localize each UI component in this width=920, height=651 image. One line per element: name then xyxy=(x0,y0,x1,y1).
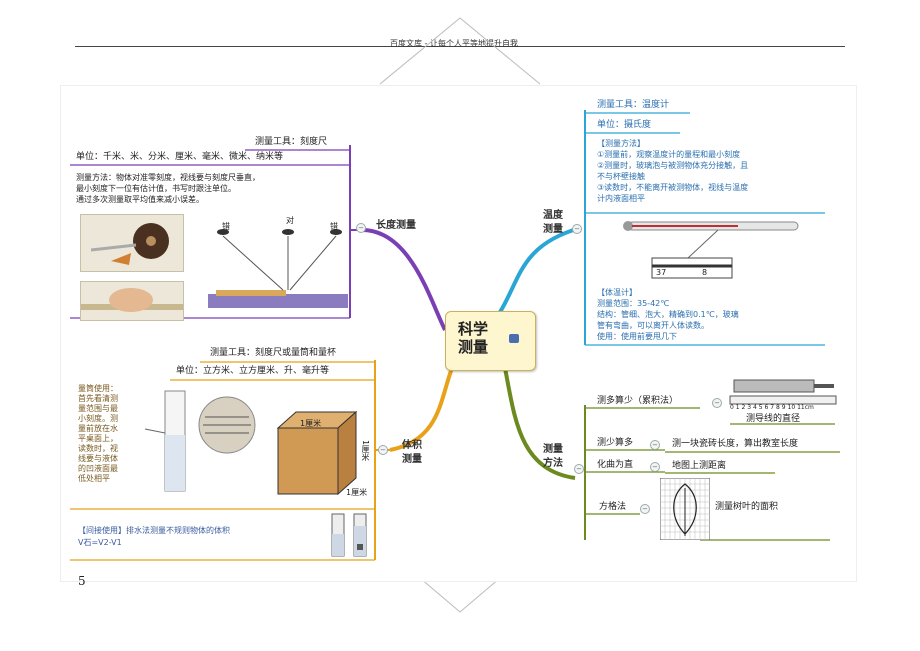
cyl-line: 低处相平 xyxy=(78,474,110,483)
length-label: 长度测量 xyxy=(376,220,416,231)
temperature-method3: 不与杯壁接触 xyxy=(597,172,645,181)
temperature-collapse-icon[interactable]: − xyxy=(572,224,582,234)
volume-label-line2: 测量 xyxy=(402,454,422,465)
body-thermometer-structure1: 结构：管细、泡大，精确到0.1℃，玻璃 xyxy=(597,310,739,319)
method-curve-toggle-icon[interactable]: − xyxy=(650,462,660,472)
method-grid-desc: 测量树叶的面积 xyxy=(715,502,779,512)
volume-formula: V石=V2-V1 xyxy=(78,538,122,547)
body-thermometer-range: 测量范围：35-42℃ xyxy=(597,299,670,308)
body-thermometer-structure2: 管有弯曲，可以离开人体读数。 xyxy=(597,321,709,330)
method-grid-toggle-icon[interactable]: − xyxy=(640,504,650,514)
volume-unit: 单位：立方米、立方厘米、升、毫升等 xyxy=(176,366,330,376)
ruler-tick: 3 xyxy=(747,404,752,411)
thermometer-image xyxy=(618,218,818,284)
ruler-tick: 1 xyxy=(735,404,740,411)
temperature-label-line2: 测量 xyxy=(543,224,563,235)
cube-bottom-label: 1厘米 xyxy=(346,488,368,497)
cyl-line: 量前放在水 xyxy=(78,424,118,433)
method-measure-small-desc: 测一块瓷砖长度，算出教室长度 xyxy=(672,439,799,449)
cyl-line: 平桌面上， xyxy=(78,434,118,443)
hand-ruler-image xyxy=(80,281,184,321)
scale-right-value: 8 xyxy=(702,268,708,277)
leaf-grid-image xyxy=(659,477,711,541)
temperature-unit: 单位：摄氏度 xyxy=(597,120,652,130)
eye-label-correct: 对 xyxy=(286,216,294,225)
cyl-line: 量筒使用： xyxy=(78,384,118,393)
center-title: 科学 测量 xyxy=(458,320,488,356)
body-thermometer-usage: 使用：使用前要甩几下 xyxy=(597,332,677,341)
cyl-line: 线要与液体 xyxy=(78,454,118,463)
length-collapse-icon[interactable]: − xyxy=(356,223,366,233)
cyl-line: 首先看清测 xyxy=(78,394,118,403)
ruler-tick: 5 xyxy=(758,404,763,411)
length-method2: 最小刻度下一位有估计值，书写时跟注单位。 xyxy=(76,184,236,193)
ruler-tick: 10 xyxy=(787,404,796,411)
method-accumulate-toggle-icon[interactable]: − xyxy=(712,398,722,408)
body-thermometer-title: 【体温计】 xyxy=(597,288,637,297)
coil-ruler-image xyxy=(728,376,840,416)
temperature-tool: 测量工具：温度计 xyxy=(597,100,670,110)
cube-side-label: 1厘米 xyxy=(361,440,370,462)
cube-top-label: 1厘米 xyxy=(300,419,322,428)
length-method3: 通过多次测量取平均值来减小误差。 xyxy=(76,195,204,204)
indirect-method: 【间接使用】排水法测量不规则物体的体积 xyxy=(78,526,230,535)
method-measure-small-toggle-icon[interactable]: − xyxy=(650,440,660,450)
tape-measure-image xyxy=(80,214,184,272)
ruler-tick: 0 xyxy=(730,404,734,411)
reading-angle-diagram xyxy=(188,214,348,314)
eye-label-wrong-right: 错 xyxy=(330,222,338,231)
header-rule xyxy=(75,46,845,47)
method-grid: 方格法 xyxy=(599,502,627,512)
ruler-tick: 8 xyxy=(776,404,780,411)
ruler-ticks: 0 1 2 3 4 5 6 7 8 9 10 11cm xyxy=(730,404,814,411)
method-curve-to-straight: 化曲为直 xyxy=(597,460,634,470)
volume-collapse-icon[interactable]: − xyxy=(378,445,388,455)
methods-collapse-icon[interactable]: − xyxy=(574,464,584,474)
temperature-method-title: 【测量方法】 xyxy=(597,139,645,148)
temperature-method2: ②测量时，玻璃泡与被测物体充分接触，且 xyxy=(597,161,749,170)
length-method1: 测量方法：物体对准零刻度，视线要与刻度尺垂直， xyxy=(76,173,260,182)
center-title-line1: 科学 xyxy=(458,320,489,338)
temperature-label-line1: 温度 xyxy=(543,210,563,221)
page-number: 5 xyxy=(78,574,86,588)
notes-icon[interactable] xyxy=(509,334,519,343)
cyl-line: 读数时，视 xyxy=(78,444,118,453)
header-text: 百度文库 - 让每个人平等地提升自我 xyxy=(390,39,518,48)
temperature-method4: ③读数时，不能离开被测物体，视线与温度 xyxy=(597,183,749,192)
methods-label-line1: 测量 xyxy=(543,444,563,455)
center-title-line2: 测量 xyxy=(458,338,489,356)
method-curve-desc: 地图上测距离 xyxy=(672,461,727,471)
ruler-tick: 9 xyxy=(781,404,786,411)
eye-label-wrong-left: 错 xyxy=(222,222,230,231)
ruler-tick: 4 xyxy=(753,404,757,411)
method-accumulate-caption: 测导线的直径 xyxy=(746,414,801,424)
ruler-tick: 6 xyxy=(764,404,769,411)
temperature-method5: 计内液面相平 xyxy=(597,194,645,203)
volume-tool: 测量工具：刻度尺或量筒和量杯 xyxy=(210,348,337,358)
cyl-line: 小刻度。测 xyxy=(78,414,118,423)
method-measure-small: 测少算多 xyxy=(597,438,634,448)
cylinder-usage-text: 量筒使用： 首先看清测 量范围与最 小刻度。测 量前放在水 平桌面上， 读数时，… xyxy=(78,384,118,484)
cyl-line: 的凹液面最 xyxy=(78,464,118,473)
cyl-line: 量范围与最 xyxy=(78,404,118,413)
volume-label-line1: 体积 xyxy=(402,440,422,451)
displacement-image xyxy=(328,512,372,558)
unit-cube-image xyxy=(272,408,372,500)
method-accumulate: 测多算少（累积法） xyxy=(597,396,679,406)
graduated-cylinder-image xyxy=(135,385,265,497)
length-tool: 测量工具：刻度尺 xyxy=(255,137,328,147)
temperature-method1: ①测量前，观察温度计的量程和最小刻度 xyxy=(597,150,741,159)
center-node[interactable] xyxy=(445,311,536,371)
length-unit: 单位：千米、米、分米、厘米、毫米、微米、纳米等 xyxy=(76,152,284,162)
scale-left-value: 37 xyxy=(656,268,667,277)
methods-label-line2: 方法 xyxy=(543,458,563,469)
ruler-tick: 2 xyxy=(741,404,746,411)
ruler-tick: 11cm xyxy=(797,404,814,411)
ruler-tick: 7 xyxy=(770,404,775,411)
